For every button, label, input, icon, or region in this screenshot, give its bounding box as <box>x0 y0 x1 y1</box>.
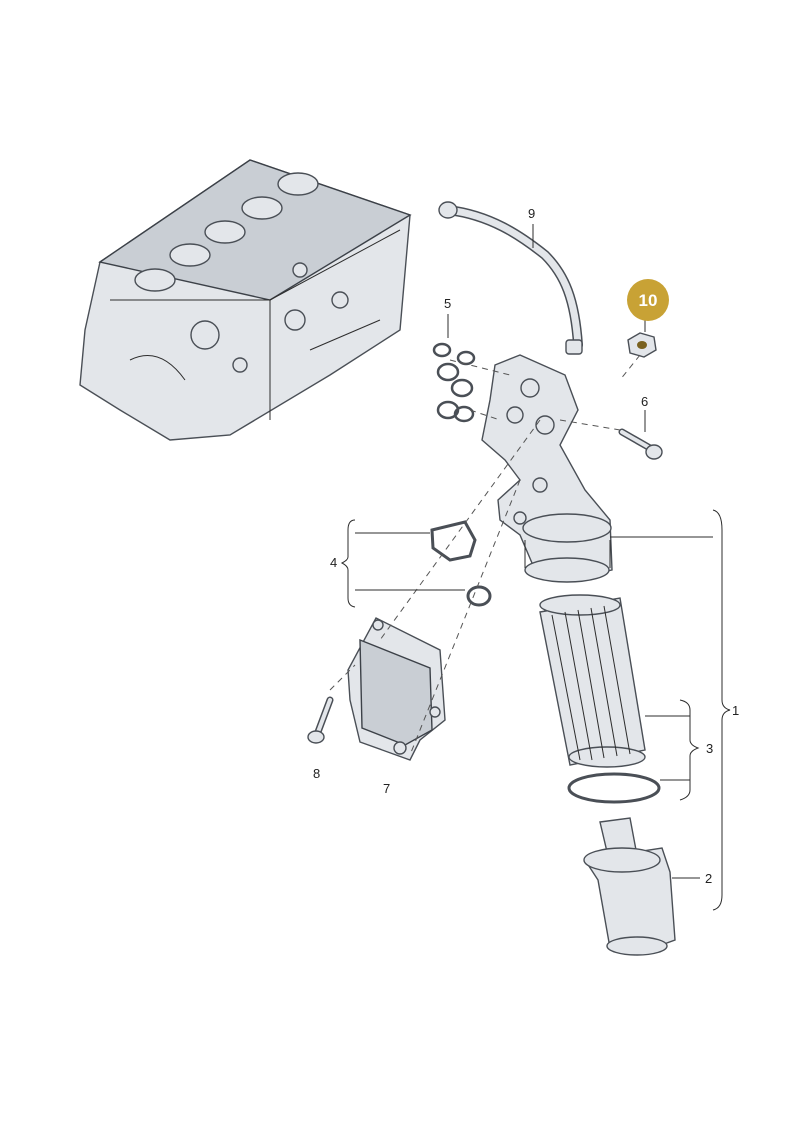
callout-6: 6 <box>641 394 648 409</box>
mounting-bolt <box>618 428 663 460</box>
callout-4: 4 <box>330 555 337 570</box>
breather-hose <box>438 201 583 355</box>
assembly-lines <box>329 354 641 756</box>
callout-3: 3 <box>706 741 713 756</box>
o-ring-set <box>432 342 476 423</box>
nut <box>627 332 657 358</box>
callout-2: 2 <box>705 871 712 886</box>
filter-seal-ring <box>567 772 661 804</box>
cooler-bolt <box>307 696 334 744</box>
callout-labels: 9 5 6 4 1 3 8 7 2 <box>313 206 739 886</box>
oil-filter-housing <box>481 354 613 583</box>
callout-5: 5 <box>444 296 451 311</box>
housing-gasket <box>430 520 492 607</box>
callout-10: 10 <box>639 291 658 310</box>
oil-cooler <box>347 617 446 761</box>
engine-block <box>79 159 412 441</box>
filter-cap <box>583 817 676 956</box>
callout-9: 9 <box>528 206 535 221</box>
callout-7: 7 <box>383 781 390 796</box>
callout-1: 1 <box>732 703 739 718</box>
highlight-badge[interactable]: 10 <box>627 279 669 321</box>
filter-element <box>539 594 646 768</box>
callout-8: 8 <box>313 766 320 781</box>
